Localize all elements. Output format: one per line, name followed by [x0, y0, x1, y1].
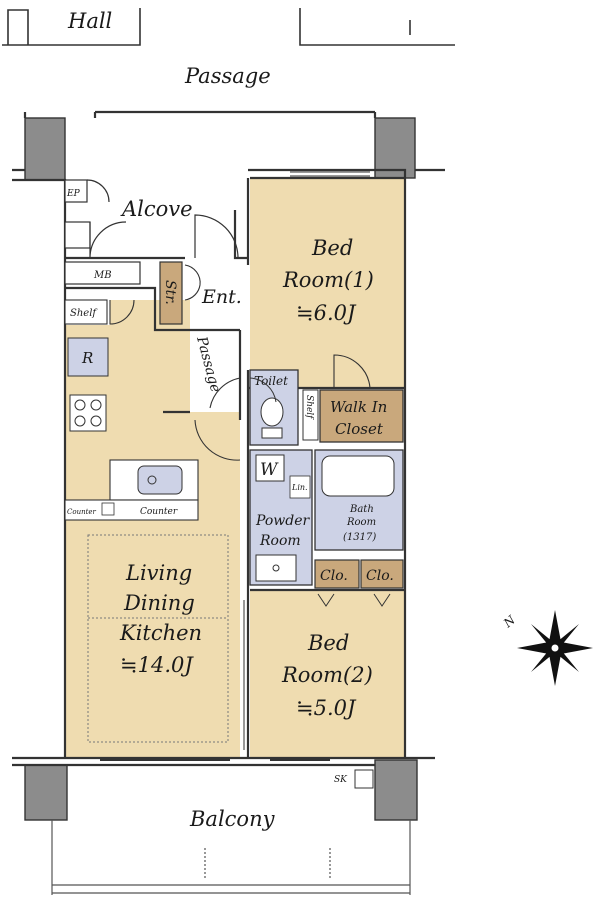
powder-label-line2: Room — [259, 533, 301, 549]
passage-door — [194, 377, 241, 461]
closet-2 — [360, 559, 404, 589]
counter-label: Counter — [140, 507, 178, 517]
shelf-right-box — [302, 389, 319, 441]
stove-icon — [69, 394, 107, 432]
wic-label-line1: Walk In — [330, 398, 387, 416]
counter-base — [64, 499, 199, 521]
storage-box — [159, 261, 183, 325]
sliding-partition — [243, 600, 249, 750]
closet-1 — [314, 559, 360, 589]
passage-label: Passage — [184, 64, 271, 88]
wic-label-line2: Closet — [335, 420, 384, 438]
kitchen-sink-icon — [137, 465, 183, 495]
closet-2-label: Clo. — [366, 568, 394, 584]
mb-box — [64, 261, 141, 285]
bath-label-line1: Bath — [349, 504, 374, 515]
bed1-door — [333, 354, 371, 389]
north-compass-icon — [517, 610, 593, 686]
bed1-label-line1: Bed — [311, 236, 353, 260]
bed1-window — [290, 171, 370, 177]
counter-left-label: Counter — [67, 508, 97, 516]
toilet-icon — [260, 397, 284, 439]
alcove-label: Alcove — [120, 197, 193, 221]
walk-in-closet — [319, 389, 404, 443]
shelf-left-label: Shelf — [70, 308, 98, 319]
washer-box — [255, 454, 285, 482]
bath-label-line2: Room — [346, 517, 376, 528]
alcove-doors — [64, 179, 239, 259]
bathtub-icon — [321, 455, 395, 497]
lin-box — [289, 475, 311, 499]
refrigerator-label: R — [81, 349, 93, 367]
balcony-label: Balcony — [189, 807, 276, 831]
ldk-label-living: Living — [125, 561, 192, 585]
hall-walls — [2, 8, 455, 46]
bed1-size: ≒6.0J — [296, 301, 357, 325]
refrigerator-box — [67, 337, 109, 377]
shelf-left-box — [64, 299, 108, 325]
bath-size: (1317) — [343, 532, 376, 543]
ldk-rug — [87, 534, 229, 743]
ldk-label-dining: Dining — [123, 591, 195, 615]
wash-basin-icon — [255, 554, 297, 582]
bed2-size: ≒5.0J — [296, 696, 357, 720]
storage-label: Str. — [162, 280, 178, 305]
toilet-label: Toilet — [254, 374, 288, 388]
bed2-label-line1: Bed — [307, 631, 349, 655]
closet-1-label: Clo. — [320, 568, 348, 584]
sk-label: SK — [334, 775, 348, 785]
north-label: N — [500, 613, 518, 631]
balcony-rail — [51, 820, 411, 895]
powder-label-line1: Powder — [255, 513, 311, 529]
shelf-right-label: Shelf — [304, 395, 314, 420]
lin-label: Lin. — [291, 483, 308, 492]
sk-box — [354, 769, 374, 789]
washer-label: W — [260, 460, 279, 480]
mb-label: MB — [93, 270, 112, 281]
toilet-door — [249, 377, 277, 403]
shelf-left-door — [109, 299, 135, 325]
outlet-icon — [101, 502, 115, 516]
ldk-label-kitchen: Kitchen — [119, 621, 202, 645]
bed2-label-line2: Room(2) — [281, 663, 373, 687]
hall-label: Hall — [67, 9, 112, 33]
ep-label: EP — [66, 189, 81, 199]
closet-doors — [317, 593, 391, 607]
ldk-size: ≒14.0J — [120, 653, 194, 677]
entrance-label: Ent. — [201, 286, 242, 308]
entrance-door — [184, 264, 201, 301]
pillars — [24, 117, 418, 821]
bed1-label-line2: Room(1) — [282, 268, 374, 292]
